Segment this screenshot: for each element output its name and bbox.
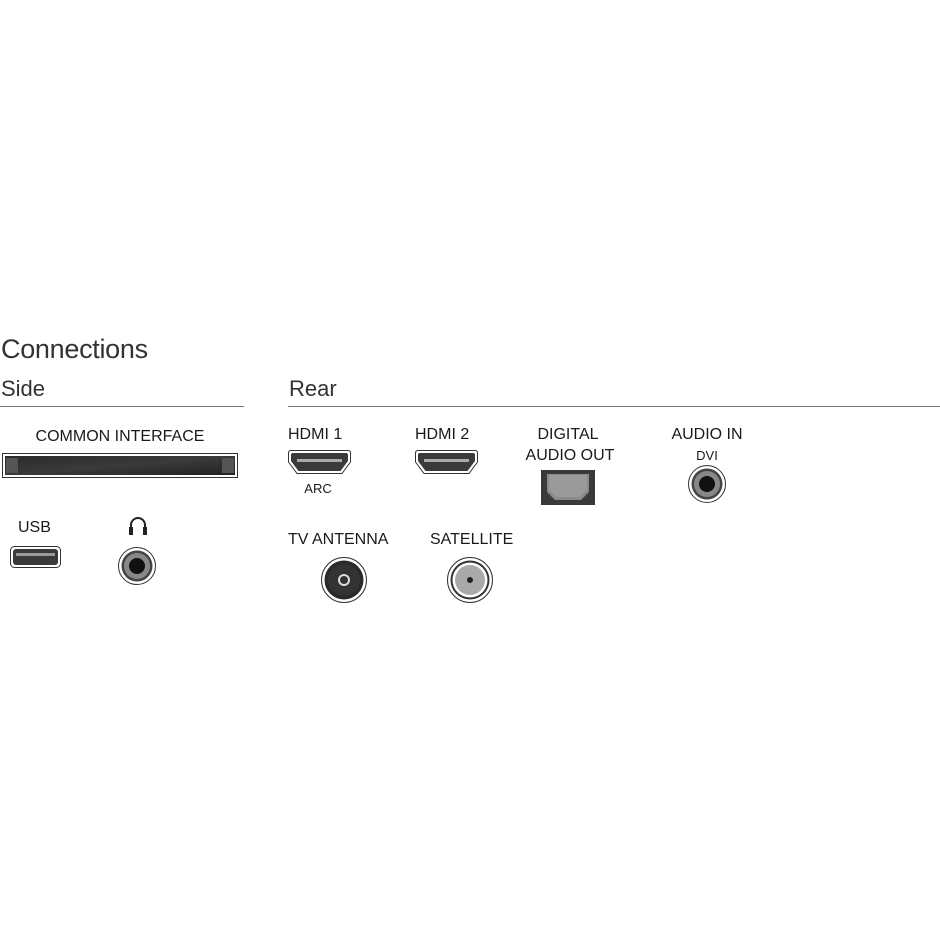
usb-label: USB	[18, 519, 51, 536]
audio-in-label: AUDIO IN	[671, 426, 743, 443]
rear-heading: Rear	[289, 376, 337, 401]
hdmi2-label: HDMI 2	[415, 426, 470, 443]
digital-audio-out-label-line2: AUDIO OUT	[525, 447, 615, 464]
audio-in-dvi-label: DVI	[696, 448, 718, 463]
satellite-port-icon	[447, 557, 493, 603]
hdmi1-port-icon	[288, 450, 351, 474]
tv-antenna-port-icon	[321, 557, 367, 603]
hdmi1-label: HDMI 1	[288, 426, 343, 443]
headphone-jack-icon	[118, 547, 156, 585]
headphones-icon	[129, 517, 147, 535]
usb-port-icon	[10, 546, 61, 568]
tv-antenna-label: TV ANTENNA	[288, 531, 389, 548]
common-interface-slot-icon	[2, 453, 238, 478]
hdmi1-arc-label: ARC	[304, 481, 332, 496]
hdmi2-port-icon	[415, 450, 478, 474]
side-heading: Side	[1, 376, 46, 401]
page-title: Connections	[1, 334, 148, 364]
side-divider	[0, 406, 244, 407]
optical-port-icon	[541, 470, 595, 505]
digital-audio-out-label-line1: DIGITAL	[537, 426, 599, 443]
rear-divider	[288, 406, 940, 407]
satellite-label: SATELLITE	[430, 531, 514, 548]
common-interface-label: COMMON INTERFACE	[35, 428, 205, 445]
audio-in-jack-icon	[688, 465, 726, 503]
